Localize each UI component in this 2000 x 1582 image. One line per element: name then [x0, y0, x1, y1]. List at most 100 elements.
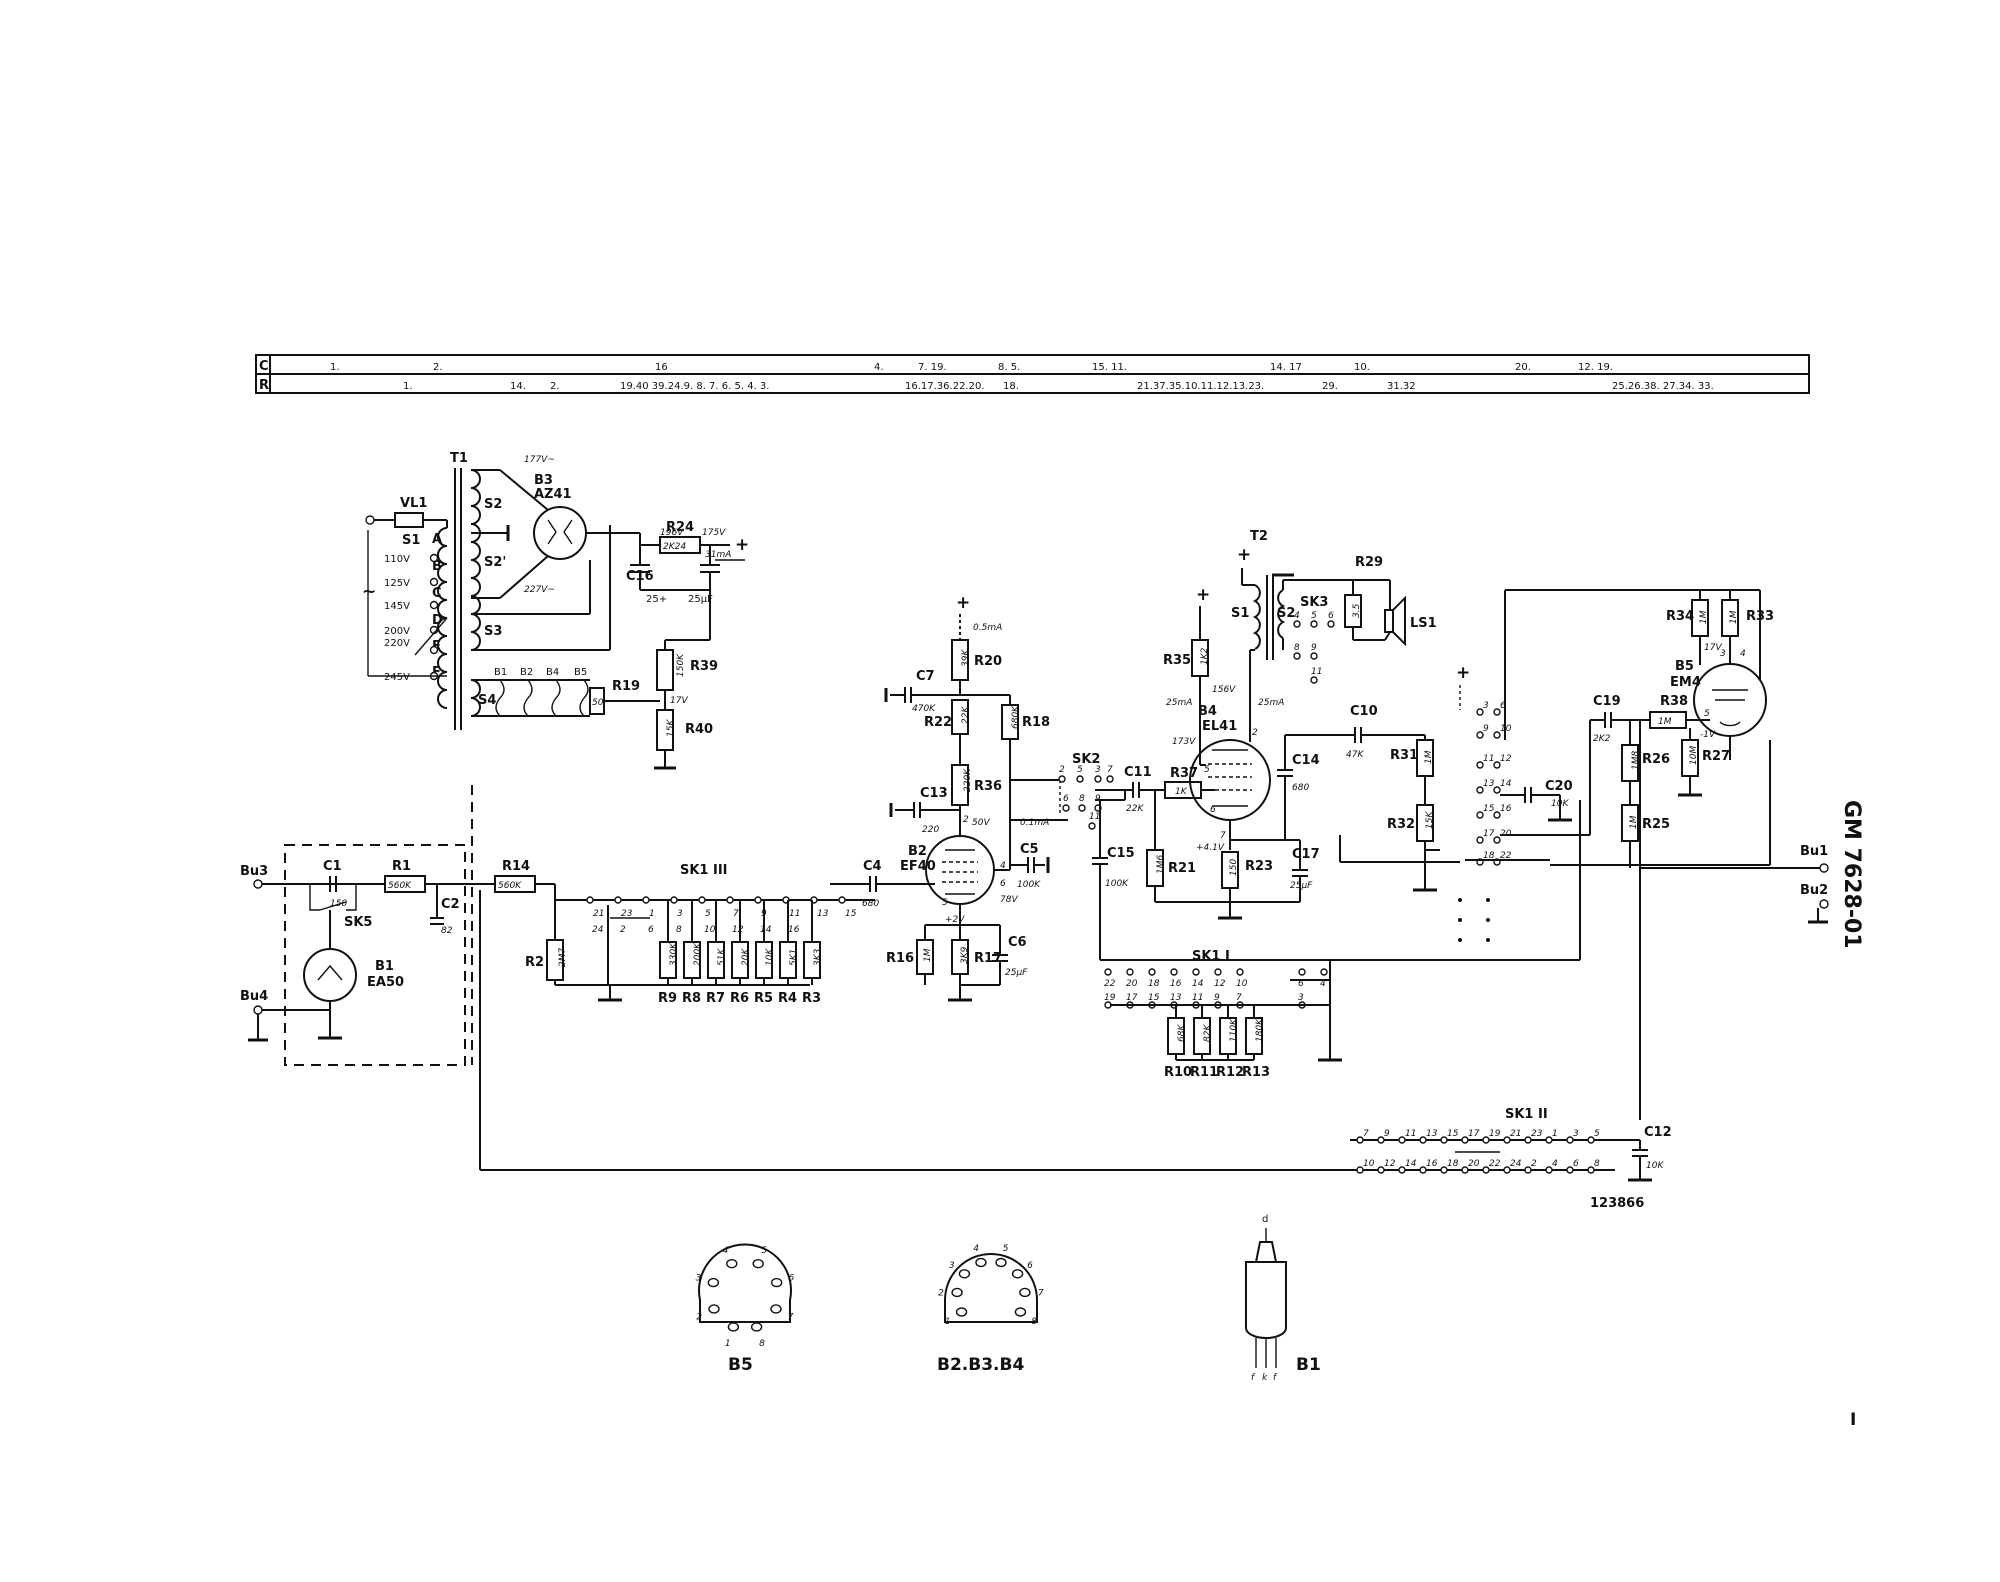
switch-contact[interactable]	[1076, 775, 1084, 783]
switch-contact[interactable]	[1078, 804, 1086, 812]
switch-contact[interactable]	[642, 896, 650, 904]
bu2-terminal[interactable]	[1819, 899, 1829, 909]
switch-contact[interactable]	[1398, 1166, 1406, 1174]
switch-contact[interactable]	[1545, 1136, 1553, 1144]
switch-contact[interactable]	[1298, 968, 1306, 976]
switch-contact[interactable]	[1419, 1166, 1427, 1174]
bu1-terminal[interactable]	[1819, 863, 1829, 873]
switch-contact[interactable]	[586, 896, 594, 904]
switch-contact[interactable]	[670, 896, 678, 904]
index-r-cell: 18.	[1003, 381, 1019, 392]
switch-contact[interactable]	[1106, 775, 1114, 783]
switch-contact[interactable]	[1476, 836, 1484, 844]
socket-pin	[951, 1287, 963, 1298]
bu3-terminal[interactable]	[253, 879, 263, 889]
switch-contact[interactable]	[1310, 652, 1318, 660]
switch-contact[interactable]	[1476, 708, 1484, 716]
switch-contact[interactable]	[1482, 1136, 1490, 1144]
switch-contact[interactable]	[1377, 1136, 1385, 1144]
switch-contact[interactable]	[1476, 786, 1484, 794]
switch-contact[interactable]	[1327, 620, 1335, 628]
switch-contact[interactable]	[1088, 822, 1096, 830]
switch-contact[interactable]	[1493, 836, 1501, 844]
switch-contact[interactable]	[754, 896, 762, 904]
r27-label: R27	[1702, 749, 1730, 764]
index-r-cell: 1.	[403, 381, 413, 392]
switch-contact[interactable]	[1170, 968, 1178, 976]
switch-contact[interactable]	[1482, 1166, 1490, 1174]
tap-c: C	[432, 586, 442, 601]
switch-contact[interactable]	[1476, 761, 1484, 769]
r31-value: 1M	[1424, 750, 1434, 764]
r20-value: 39K	[961, 649, 971, 667]
switch-contact[interactable]	[1493, 761, 1501, 769]
switch-contact[interactable]	[1214, 968, 1222, 976]
switch-contact[interactable]	[1293, 620, 1301, 628]
switch-contact[interactable]	[1104, 968, 1112, 976]
switch-contact[interactable]	[1419, 1136, 1427, 1144]
switch-contact[interactable]	[1566, 1166, 1574, 1174]
switch-contact[interactable]	[1503, 1136, 1511, 1144]
switch-contact[interactable]	[1476, 811, 1484, 819]
switch-contact-number: 5	[705, 909, 711, 919]
switch-contact[interactable]	[1148, 968, 1156, 976]
b5-grid-voltage: -1V	[1700, 730, 1716, 740]
switch-contact[interactable]	[838, 896, 846, 904]
switch-contact[interactable]	[1398, 1136, 1406, 1144]
switch-contact[interactable]	[1587, 1166, 1595, 1174]
switch-contact[interactable]	[1493, 786, 1501, 794]
switch-contact[interactable]	[1356, 1136, 1364, 1144]
b5-target-voltage: 17V	[1704, 643, 1722, 653]
switch-contact[interactable]	[1192, 968, 1200, 976]
resistor-value: 82K	[1203, 1024, 1213, 1042]
switch-contact[interactable]	[1493, 811, 1501, 819]
tap-voltage: 220V	[384, 638, 410, 649]
switch-contact[interactable]	[1236, 968, 1244, 976]
switch-contact[interactable]	[1293, 652, 1301, 660]
r16-value: 1M	[923, 948, 933, 962]
b4-pin: 7	[1220, 831, 1226, 841]
switch-contact-number: 1	[1552, 1129, 1558, 1139]
switch-contact[interactable]	[1461, 1166, 1469, 1174]
socket-pin-number: 7	[788, 1313, 794, 1323]
resistor-value: 330K	[669, 942, 679, 966]
switch-contact[interactable]	[726, 896, 734, 904]
switch-contact[interactable]	[698, 896, 706, 904]
switch-contact[interactable]	[1566, 1136, 1574, 1144]
switch-contact[interactable]	[1062, 804, 1070, 812]
r20-label: R20	[974, 654, 1002, 669]
switch-contact[interactable]	[1493, 708, 1501, 716]
switch-contact[interactable]	[1545, 1166, 1553, 1174]
switch-contact[interactable]	[1377, 1166, 1385, 1174]
switch-contact[interactable]	[1126, 968, 1134, 976]
switch-contact[interactable]	[1440, 1136, 1448, 1144]
switch-contact[interactable]	[1524, 1136, 1532, 1144]
switch-contact[interactable]	[1476, 731, 1484, 739]
r40-value: 15K	[666, 719, 676, 737]
switch-contact-number: 17	[1483, 829, 1495, 839]
switch-contact[interactable]	[1094, 775, 1102, 783]
r18-value: 680K	[1011, 705, 1021, 729]
switch-contact[interactable]	[1524, 1166, 1532, 1174]
switch-contact[interactable]	[1356, 1166, 1364, 1174]
c14-value: 680	[1292, 783, 1309, 793]
switch-contact[interactable]	[614, 896, 622, 904]
bu4-terminal[interactable]	[253, 1005, 263, 1015]
c16-value: 25+	[646, 594, 667, 605]
switch-contact[interactable]	[1310, 620, 1318, 628]
switch-contact[interactable]	[1493, 731, 1501, 739]
switch-contact[interactable]	[1587, 1136, 1595, 1144]
switch-contact[interactable]	[1320, 968, 1328, 976]
switch-contact[interactable]	[1058, 775, 1066, 783]
switch-contact[interactable]	[1503, 1166, 1511, 1174]
switch-contact[interactable]	[1310, 676, 1318, 684]
socket-b5-outline	[698, 1243, 792, 1323]
switch-contact[interactable]	[1440, 1166, 1448, 1174]
switch-contact[interactable]	[1461, 1136, 1469, 1144]
